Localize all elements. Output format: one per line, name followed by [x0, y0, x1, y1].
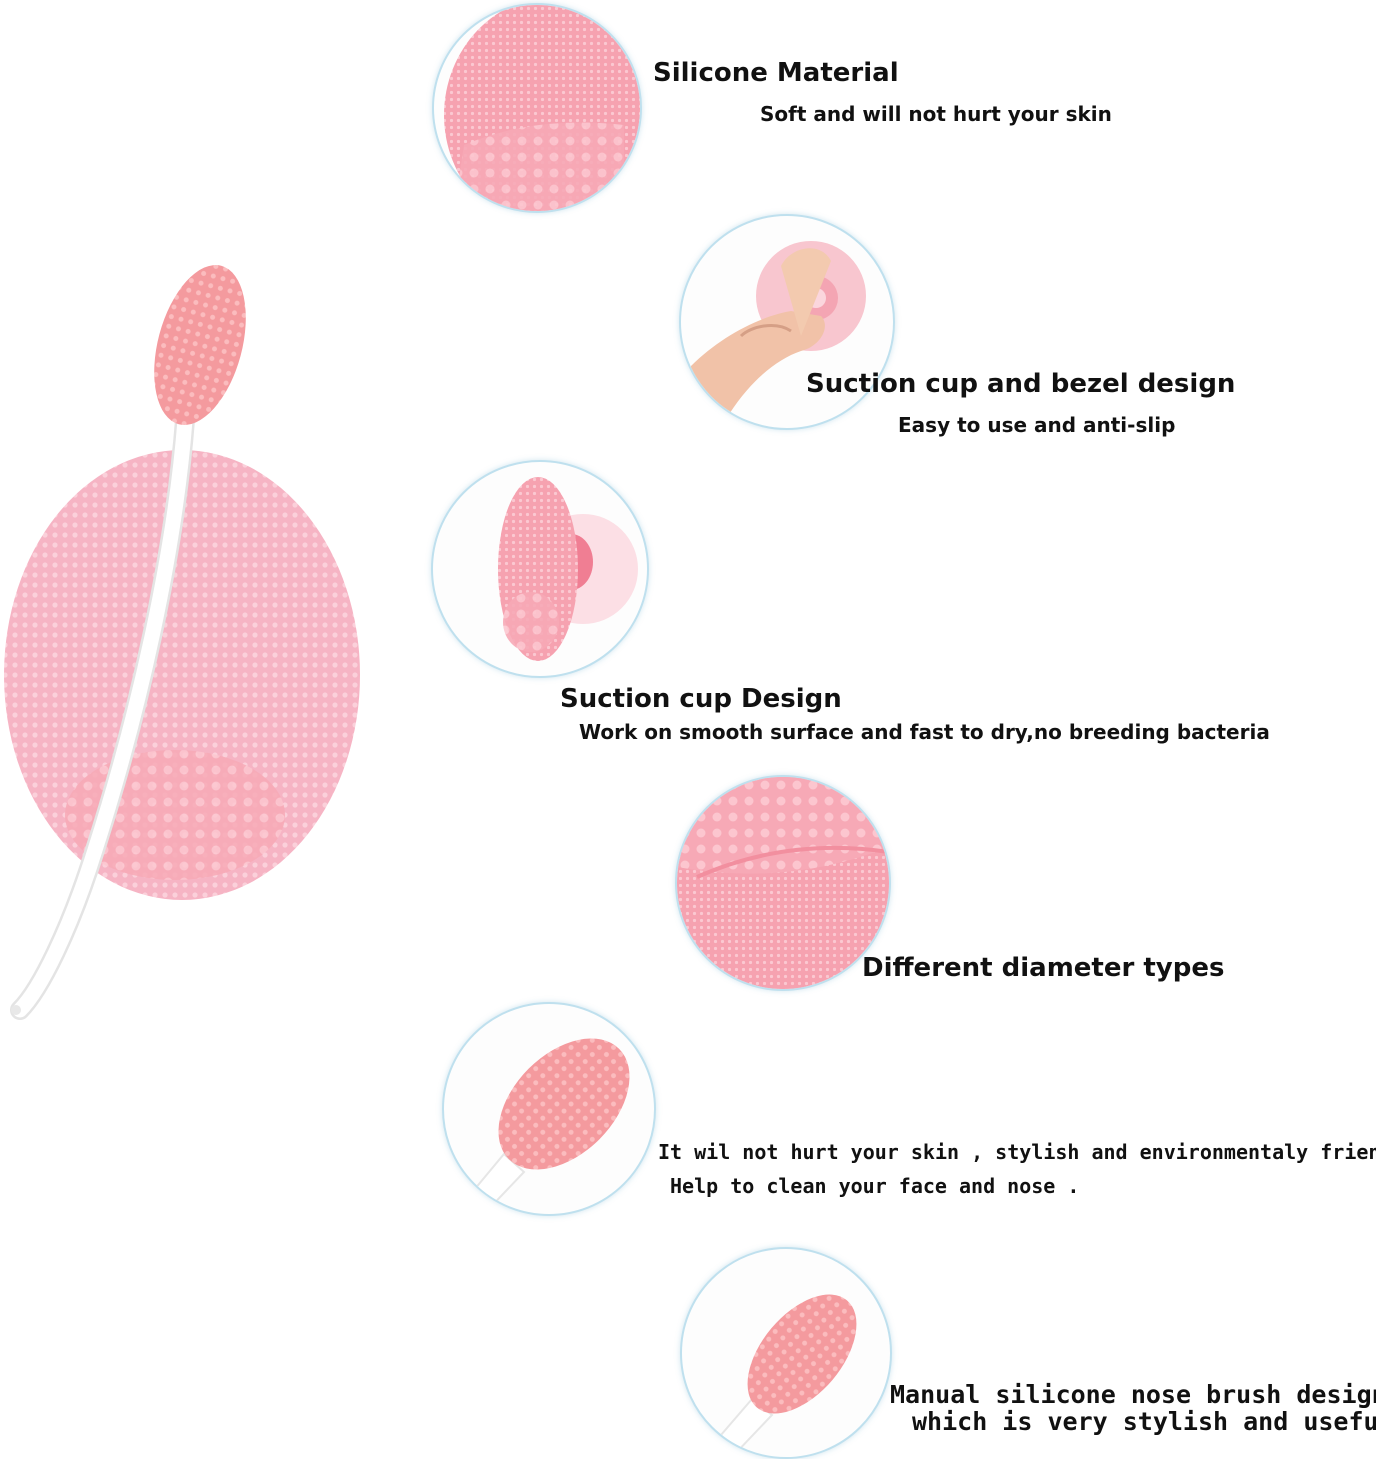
brush-head	[154, 265, 246, 425]
feature-title: Suction cup and bezel design	[806, 369, 1236, 399]
feature-image-suction-cup-bezel	[679, 214, 895, 430]
feature-line: Manual silicone nose brush design,	[890, 1380, 1376, 1409]
feature-line: It wil not hurt your skin , stylish and …	[658, 1140, 1376, 1164]
feature-image-silicone-material	[432, 3, 642, 213]
feature-title: Silicone Material	[653, 58, 899, 88]
feature-image-suction-cup	[431, 460, 649, 678]
brush-handle	[12, 412, 193, 1018]
product-image	[0, 250, 370, 1040]
feature-image-diameter-types	[675, 775, 891, 991]
feature-subtitle: Work on smooth surface and fast to dry,n…	[579, 720, 1270, 744]
feature-subtitle: Easy to use and anti-slip	[898, 413, 1176, 437]
feature-title: Suction cup Design	[560, 684, 842, 714]
feature-line: Help to clean your face and nose .	[670, 1174, 1080, 1198]
feature-subtitle: Soft and will not hurt your skin	[760, 102, 1112, 126]
feature-image-brush-head	[442, 1002, 656, 1216]
feature-image-nose-brush	[680, 1247, 892, 1459]
feature-line: which is very stylish and useful .	[912, 1407, 1376, 1436]
feature-title: Different diameter types	[862, 953, 1225, 983]
